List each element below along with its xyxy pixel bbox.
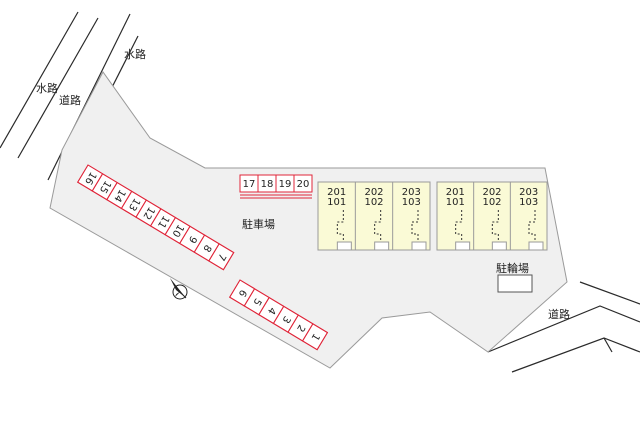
- parking-row-top: 17 18 19 20: [239, 174, 313, 199]
- unit-number-upper: 202: [482, 187, 501, 198]
- unit-number-lower: 101: [327, 197, 346, 208]
- unit-number-lower: 103: [402, 197, 421, 208]
- stall-number: 4: [265, 305, 278, 316]
- unit-number-upper: 203: [402, 187, 421, 198]
- stall-number: 7: [215, 251, 228, 262]
- label-waterway-top: 水路: [124, 48, 146, 61]
- unit-number-lower: 102: [364, 197, 383, 208]
- parking-stall-7: 7: [208, 243, 235, 271]
- stall-number: 1: [309, 331, 322, 342]
- north-arrow-icon: [170, 278, 188, 300]
- parking-stall-1: 1: [301, 323, 329, 351]
- unit-number-upper: 201: [327, 187, 346, 198]
- parking-stall-20: 20: [293, 174, 313, 193]
- label-waterway-left: 水路: [36, 82, 58, 95]
- stall-number: 2: [294, 322, 307, 333]
- label-road-right: 道路: [548, 307, 570, 321]
- unit-number-lower: 103: [519, 197, 538, 208]
- label-road-left: 道路: [59, 93, 81, 107]
- stall-number: 6: [236, 287, 249, 298]
- bicycle-parking-area: [497, 274, 533, 293]
- stall-number: 18: [261, 179, 274, 190]
- unit-number-lower: 102: [482, 197, 501, 208]
- stall-number: 8: [200, 242, 213, 253]
- stall-number: 5: [250, 296, 263, 307]
- unit-number-lower: 101: [446, 197, 465, 208]
- unit-number-upper: 201: [446, 187, 465, 198]
- stall-number: 3: [279, 314, 292, 325]
- label-parking: 駐車場: [242, 217, 275, 231]
- unit-number-upper: 202: [364, 187, 383, 198]
- stall-number: 17: [243, 179, 256, 190]
- stall-number: 9: [186, 234, 199, 245]
- stall-number: 20: [297, 179, 310, 190]
- stall-number: 19: [279, 179, 292, 190]
- property-lot: [49, 71, 568, 369]
- label-bicycle-parking: 駐輪場: [496, 261, 529, 275]
- unit-number-upper: 203: [519, 187, 538, 198]
